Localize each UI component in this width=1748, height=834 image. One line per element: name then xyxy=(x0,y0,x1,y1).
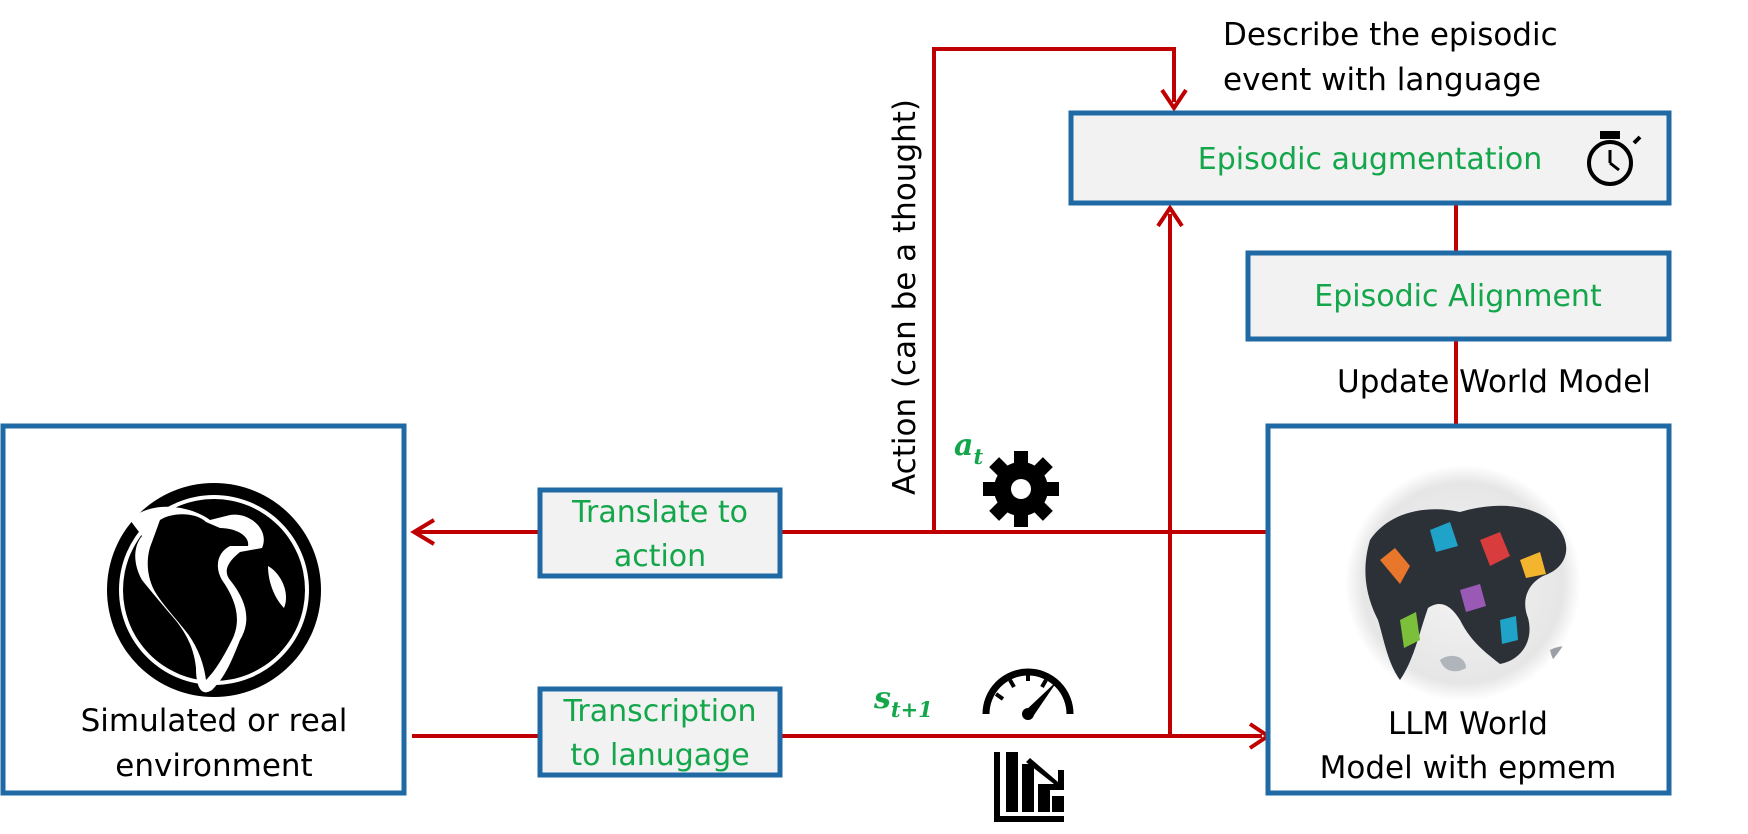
transcription-label-line2: to lanugage xyxy=(570,738,749,773)
action-label: Action (can be a thought) xyxy=(887,99,923,495)
environment-label-line2: environment xyxy=(115,748,312,784)
episodic-alignment-node: Episodic Alignment xyxy=(1245,250,1672,342)
llm-world-model-node: LLM World Model with epmem xyxy=(1265,423,1672,796)
speedometer-icon xyxy=(982,668,1074,720)
augmentation-label: Episodic augmentation xyxy=(1198,142,1542,177)
translate-label-line2: action xyxy=(614,539,706,574)
arrowhead-environment xyxy=(410,518,436,546)
globe-icon xyxy=(107,472,321,697)
action-symbol-base: a xyxy=(954,428,973,463)
state-symbol: st+1 xyxy=(873,681,933,722)
chart-down-icon xyxy=(994,752,1064,822)
arrowhead-augmentation-bottom xyxy=(1156,204,1184,228)
update-world-model-label: Update World Model xyxy=(1337,364,1651,400)
llm-label-line1: LLM World xyxy=(1388,706,1548,742)
action-symbol: at xyxy=(954,428,983,469)
arrowhead-augmentation-top xyxy=(1160,88,1188,112)
state-symbol-base: s xyxy=(873,681,891,716)
llm-label-line2: Model with epmem xyxy=(1320,750,1617,786)
action-to-augmentation-line xyxy=(932,47,1176,532)
environment-node: Simulated or real environment xyxy=(0,423,407,796)
describe-label-line2: event with language xyxy=(1223,62,1541,98)
describe-label-line1: Describe the episodic xyxy=(1223,17,1558,53)
gear-icon xyxy=(983,451,1059,527)
environment-label-line1: Simulated or real xyxy=(81,703,348,739)
action-symbol-sub: t xyxy=(973,444,983,469)
transcription-node: Transcription to lanugage xyxy=(537,686,783,778)
translate-label-line1: Translate to xyxy=(571,495,748,530)
transcription-label-line1: Transcription xyxy=(563,694,757,729)
alignment-label: Episodic Alignment xyxy=(1314,279,1602,314)
translate-to-action-node: Translate to action xyxy=(537,487,783,579)
episodic-augmentation-node: Episodic augmentation xyxy=(1068,110,1672,206)
stopwatch-icon xyxy=(1587,131,1642,186)
state-symbol-sub: t+1 xyxy=(891,697,933,722)
